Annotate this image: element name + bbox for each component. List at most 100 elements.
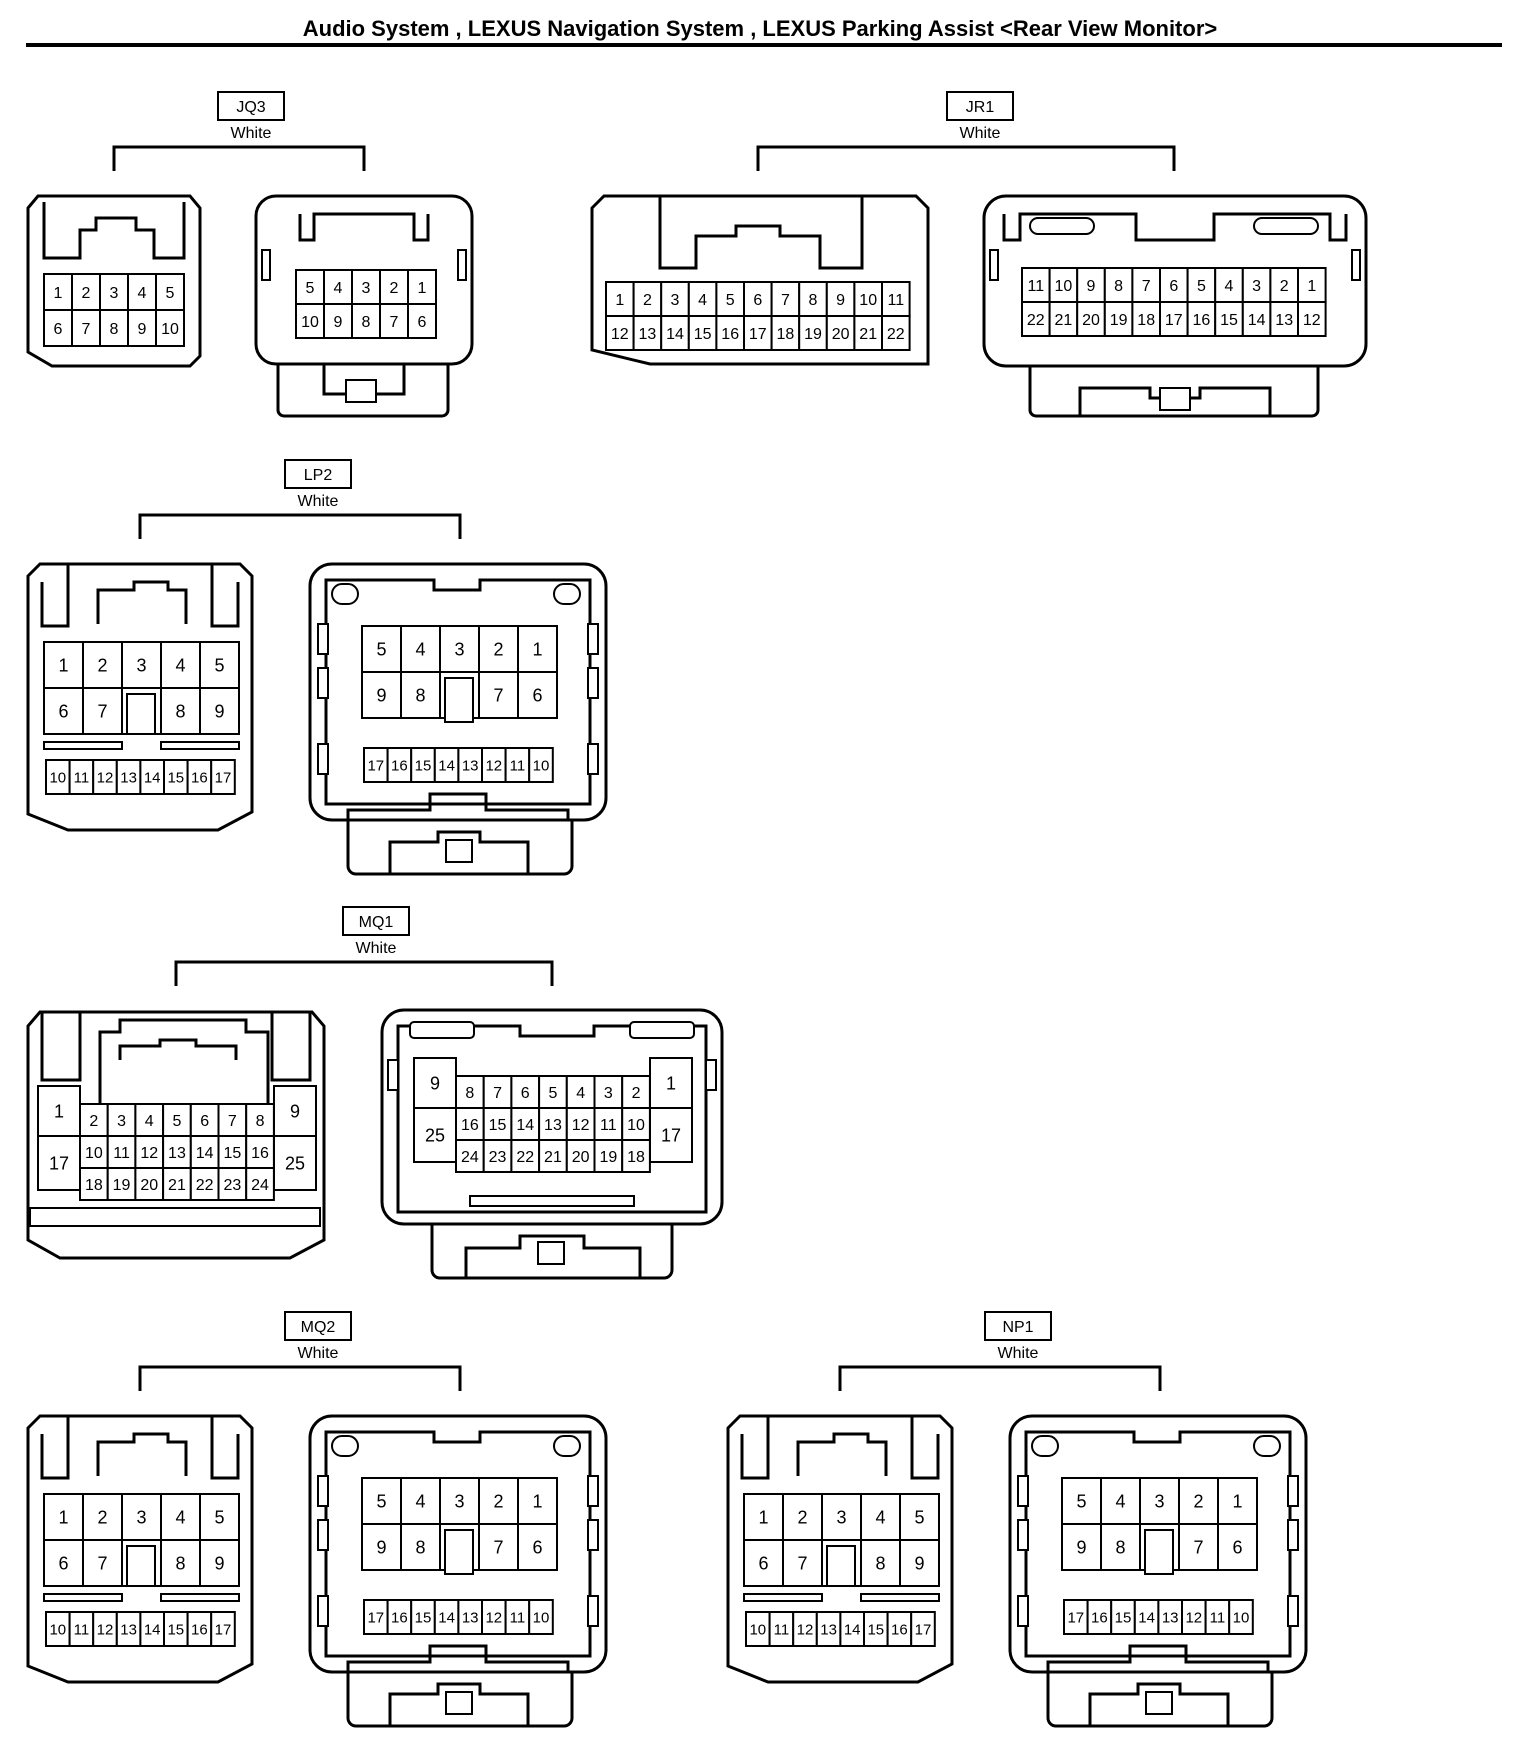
key-slot — [126, 693, 156, 735]
pin-number: 2 — [97, 655, 107, 675]
vent-slot — [1031, 1435, 1059, 1457]
vent-slot — [1253, 1435, 1281, 1457]
pin-cavity — [1061, 1523, 1102, 1571]
pin-number: 14 — [438, 1609, 455, 1626]
pin-cavity — [407, 303, 437, 339]
latch-slot — [42, 202, 186, 260]
side-rib — [261, 249, 271, 281]
pin-number: 23 — [489, 1149, 507, 1166]
pin-number: 10 — [1233, 1609, 1250, 1626]
pin-cavity — [517, 671, 558, 719]
pin-cavity — [106, 1167, 137, 1201]
side-rib — [1017, 1595, 1029, 1627]
pin-number: 16 — [391, 1609, 408, 1626]
pin-number: 10 — [1055, 278, 1073, 295]
pin-number: 5 — [214, 655, 224, 675]
pin-number: 16 — [721, 326, 739, 343]
bracket-line — [756, 145, 1176, 171]
pin-number: 3 — [136, 1507, 146, 1527]
pin-number: 4 — [415, 1491, 425, 1511]
pin-number: 14 — [666, 326, 684, 343]
lock-rib — [346, 792, 570, 820]
side-rib — [1017, 1475, 1029, 1507]
pin-cavity — [1159, 301, 1189, 337]
pin-number: 5 — [1076, 1491, 1086, 1511]
connector-code: JQ3 — [236, 99, 265, 116]
pin-cavity — [1131, 267, 1162, 303]
pin-cavity — [1241, 267, 1272, 303]
pin-number: 1 — [54, 1101, 64, 1121]
pin-number: 5 — [166, 285, 175, 302]
pin-number: 9 — [376, 685, 386, 705]
side-rib — [587, 743, 599, 775]
pin-number: 12 — [97, 1621, 114, 1638]
pin-cavity — [743, 315, 773, 351]
latch-slot — [98, 1018, 270, 1106]
pin-number: 4 — [698, 292, 707, 309]
pin-cavity — [121, 1493, 162, 1541]
pin-cavity — [1178, 1523, 1219, 1571]
separator-bar — [43, 741, 123, 750]
separator-bar — [743, 1593, 823, 1602]
key-slot — [826, 1545, 856, 1587]
pin-number: 17 — [367, 1609, 384, 1626]
pin-number: 16 — [891, 1621, 908, 1638]
pin-number: 10 — [749, 1621, 766, 1638]
pin-cavity — [413, 1057, 457, 1109]
pin-number: 22 — [196, 1177, 214, 1194]
inner-frame — [1024, 1430, 1292, 1658]
bracket-line — [112, 145, 366, 171]
pin-number: 10 — [49, 1621, 66, 1638]
connector-color: White — [298, 1345, 339, 1362]
pin-number: 2 — [643, 292, 652, 309]
side-rib — [705, 1059, 717, 1091]
pin-cavity — [593, 1139, 624, 1173]
pin-number: 17 — [215, 1621, 232, 1638]
pin-number: 14 — [144, 769, 161, 786]
guide-rail — [740, 1416, 940, 1480]
pin-number: 23 — [223, 1177, 241, 1194]
pin-number: 24 — [461, 1149, 479, 1166]
pin-number: 14 — [516, 1117, 534, 1134]
pin-cavity — [155, 273, 185, 311]
lock-tab — [1145, 1691, 1173, 1715]
pin-cavity — [295, 269, 325, 305]
pin-number: 2 — [390, 280, 399, 297]
pin-number: 6 — [1169, 278, 1178, 295]
pin-cavity — [517, 1523, 558, 1571]
separator-bar — [160, 741, 240, 750]
pin-cavity — [439, 625, 480, 673]
pin-number: 3 — [671, 292, 680, 309]
pin-number: 12 — [797, 1621, 814, 1638]
pin-number: 22 — [1027, 312, 1045, 329]
pin-number: 11 — [774, 1621, 790, 1638]
pin-number: 17 — [1165, 312, 1183, 329]
pin-number: 16 — [191, 769, 208, 786]
pin-cavity — [1241, 301, 1272, 337]
pin-cavity — [455, 1075, 485, 1109]
pin-cavity — [400, 671, 441, 719]
pin-number: 7 — [493, 685, 503, 705]
pin-number: 20 — [1082, 312, 1100, 329]
pin-cavity — [538, 1139, 568, 1173]
pin-number: 12 — [1303, 312, 1321, 329]
latch-slot — [96, 1432, 188, 1476]
pin-number: 10 — [859, 292, 877, 309]
pin-number: 13 — [1162, 1609, 1179, 1626]
connector-code: MQ1 — [359, 914, 394, 931]
pin-cavity — [517, 1477, 558, 1525]
inner-frame — [324, 1430, 592, 1658]
pin-number: 8 — [415, 1537, 425, 1557]
guide-rail — [40, 1416, 240, 1480]
pin-number: 10 — [627, 1117, 645, 1134]
pin-number: 14 — [144, 1621, 161, 1638]
pin-number: 6 — [758, 1553, 768, 1573]
pin-number: 1 — [1307, 278, 1316, 295]
pin-number: 15 — [167, 1621, 184, 1638]
pin-cavity — [199, 641, 240, 689]
